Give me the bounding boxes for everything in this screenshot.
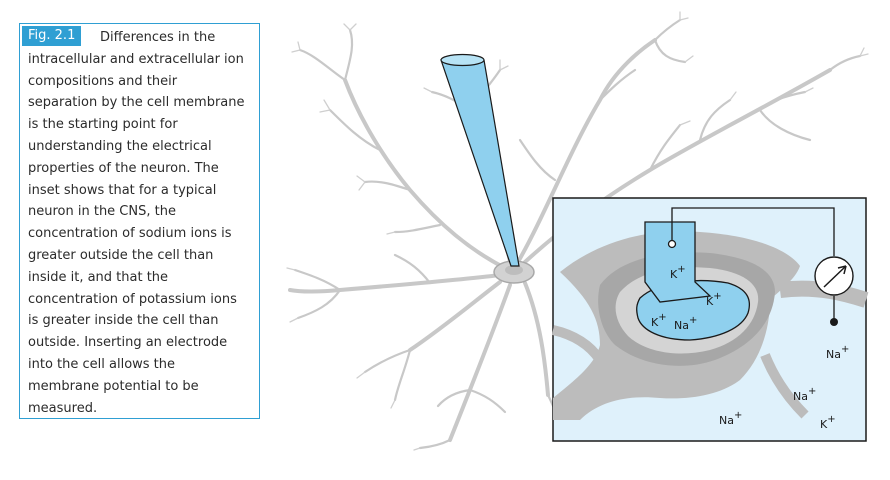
- ion-label-inside: K+: [706, 291, 722, 308]
- figure-number-badge: Fig. 2.1: [22, 26, 82, 46]
- caption-line: neuron in the CNS, the: [28, 204, 176, 220]
- recording-electrode-icon: [440, 53, 520, 267]
- caption-line: is greater inside the cell than: [28, 313, 219, 329]
- ion-label-outside: Na+: [826, 344, 849, 361]
- ion-label-inside: Na+: [674, 315, 697, 332]
- figure-caption: Differences in the intracellular and ext…: [28, 27, 255, 419]
- caption-line: inside it, and that the: [28, 269, 169, 285]
- electrode-tip-icon: [644, 221, 712, 303]
- ion-label-outside: Na+: [719, 410, 742, 427]
- ion-label-inside: K+: [651, 312, 667, 329]
- voltmeter-icon: [814, 256, 854, 296]
- ion-label-inside: K+: [670, 264, 686, 281]
- caption-line: outside. Inserting an electrode: [28, 335, 228, 351]
- caption-line: intracellular and extracellular ion: [28, 51, 244, 67]
- caption-line: measured.: [28, 400, 98, 416]
- figure-caption-box: Differences in the intracellular and ext…: [19, 23, 260, 419]
- caption-line: Differences in the: [100, 30, 216, 45]
- voltmeter-circuit: [671, 207, 835, 322]
- ion-label-outside: K+: [820, 414, 836, 431]
- caption-line: separation by the cell membrane: [28, 95, 245, 111]
- caption-line: concentration of potassium ions: [28, 291, 237, 307]
- caption-line: compositions and their: [28, 73, 178, 89]
- caption-line: concentration of sodium ions is: [28, 226, 232, 242]
- caption-line: into the cell allows the: [28, 356, 176, 372]
- ion-label-outside: Na+: [793, 386, 816, 403]
- caption-line: inset shows that for a typical: [28, 182, 217, 198]
- caption-line: greater outside the cell than: [28, 247, 214, 263]
- ground-terminal-icon: [830, 318, 838, 326]
- cell-membrane-cross-section: [551, 231, 869, 420]
- caption-line: membrane potential to be: [28, 378, 199, 394]
- caption-line: understanding the electrical: [28, 138, 212, 154]
- caption-line: is the starting point for: [28, 117, 178, 133]
- ion-concentration-inset: K+ K+ K+ Na+ Na+ Na+ Na+ K+: [551, 197, 869, 442]
- caption-line: properties of the neuron. The: [28, 160, 219, 176]
- electrode-contact-icon: [667, 239, 677, 249]
